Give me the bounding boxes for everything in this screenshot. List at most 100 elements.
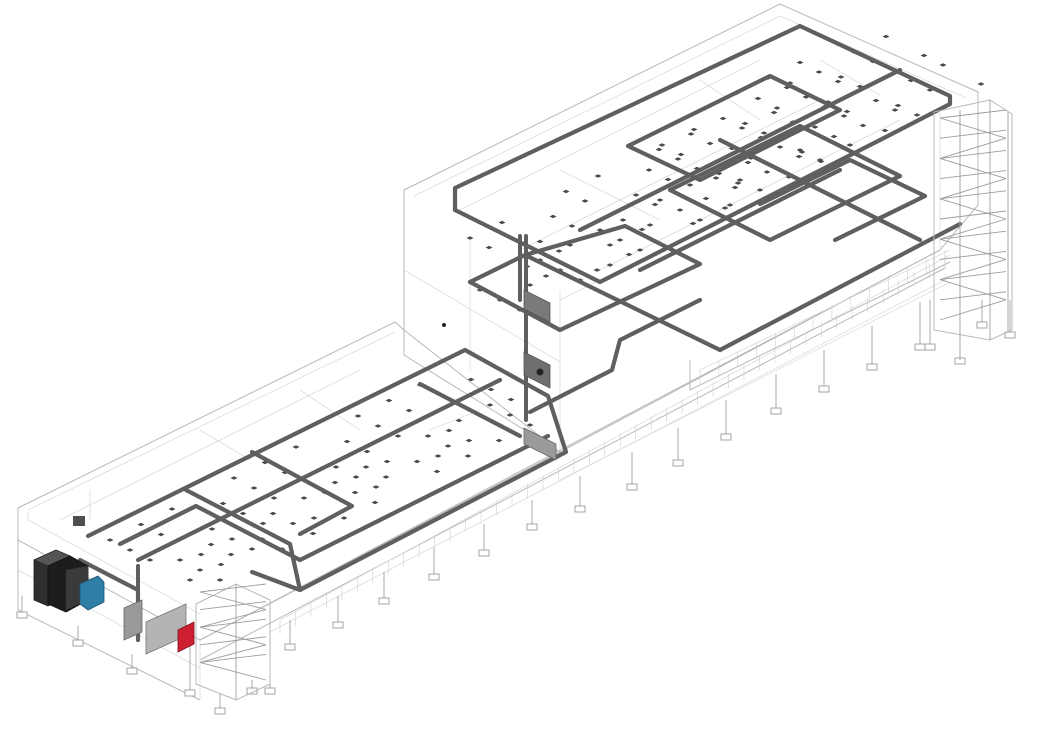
diffuser-icon <box>891 108 899 112</box>
column-footing <box>246 687 258 695</box>
diffuser-icon <box>859 123 867 128</box>
diffuser-icon <box>719 116 727 121</box>
diffuser-icon <box>721 206 729 210</box>
column-footing <box>214 707 226 715</box>
duct-lower-cross-4 <box>117 503 303 563</box>
diffuser-icon <box>168 507 176 511</box>
diffuser-icon <box>754 96 762 101</box>
diffuser-icon <box>542 274 550 278</box>
stair-flight <box>939 299 1007 321</box>
diffuser-icon <box>309 531 317 536</box>
diffuser-icon <box>239 511 247 516</box>
duct-lower-cross-2 <box>249 449 355 537</box>
diffuser-icon <box>331 480 339 485</box>
diffuser-icon <box>776 145 784 149</box>
diffuser-icon <box>568 224 576 228</box>
diffuser-icon <box>881 128 889 133</box>
diffuser-icon <box>526 423 534 427</box>
wall-panel-mid <box>523 351 551 389</box>
diffuser-icon <box>362 465 370 469</box>
diffuser-icon <box>894 103 902 108</box>
duct-mid-run <box>467 221 963 353</box>
roof-unit-icon <box>73 516 85 526</box>
stair-flight <box>939 117 1007 139</box>
stair-landing-rail <box>939 129 1007 139</box>
diffuser-icon <box>487 387 495 392</box>
diffuser-icon <box>270 496 278 500</box>
diffuser-icon <box>250 486 258 490</box>
diffuser-icon <box>815 70 823 74</box>
diffuser-icon <box>363 449 371 454</box>
duct-main-upper-run <box>452 137 883 285</box>
diffuser-icon <box>636 248 644 252</box>
diffuser-icon <box>186 578 194 582</box>
diffuser-icon <box>594 174 602 178</box>
diffuser-icon <box>196 568 204 572</box>
diffuser-icon <box>677 152 685 157</box>
diffuser-icon <box>394 434 402 438</box>
diffuser-icon <box>413 459 421 464</box>
diffuser-icon <box>664 177 672 182</box>
diffuser-icon <box>259 521 267 526</box>
column-footing <box>914 343 926 351</box>
diffuser-icon <box>882 34 890 39</box>
diffuser-icon <box>606 263 614 267</box>
diffuser-icon <box>726 203 734 207</box>
diffuser-icon <box>465 438 473 443</box>
diffuser-icon <box>332 465 340 469</box>
stair-landing-rail <box>939 271 1007 281</box>
diffuser-icon <box>690 127 698 132</box>
diffuser-icon <box>706 141 714 146</box>
diffuser-icon <box>466 236 474 240</box>
diffuser-icon <box>216 578 224 582</box>
diffuser-icon <box>731 185 739 190</box>
diffuser-icon <box>687 132 695 136</box>
diffuser-icon <box>744 160 752 165</box>
column-footing <box>284 643 296 651</box>
stair-landing-rail <box>939 291 1007 301</box>
diffuser-icon <box>638 227 646 232</box>
diffuser-icon <box>676 208 684 212</box>
diffuser-icon <box>763 170 771 174</box>
diffuser-icon <box>434 454 442 458</box>
diffuser-icon <box>555 249 563 253</box>
diffuser-icon <box>655 147 663 152</box>
diffuser-icon <box>371 500 379 505</box>
diffuser-icon <box>816 158 824 162</box>
diffuser-icon <box>696 218 704 222</box>
duct-lower-cross-1 <box>417 381 523 439</box>
structural-columns <box>16 290 1016 715</box>
diffuser-icon <box>756 188 764 192</box>
diffuser-icon <box>736 178 744 182</box>
diffuser-icon <box>207 542 215 547</box>
duct-branch-c <box>637 167 843 273</box>
diffuser-icon <box>619 218 627 222</box>
column-footing <box>526 523 538 531</box>
diffuser-icon <box>176 558 184 562</box>
column-footing <box>332 621 344 629</box>
diffuser-icon <box>616 238 624 242</box>
air-diffusers <box>106 34 985 582</box>
diffuser-icon <box>686 183 694 187</box>
diffuser-icon <box>526 283 534 287</box>
diffuser-icon <box>837 75 845 79</box>
duct-lower-inner <box>297 433 551 563</box>
diffuser-icon <box>352 475 360 479</box>
diffuser-icon <box>939 63 947 67</box>
diffuser-icon <box>343 439 351 444</box>
diffuser-icon <box>197 552 205 557</box>
diffuser-icon <box>593 268 601 272</box>
stair-landing-rail <box>939 109 1007 119</box>
column-footing <box>16 611 28 619</box>
diffuser-icon <box>455 418 463 423</box>
stair-landing-rail <box>939 170 1007 180</box>
stair-landing-rail <box>939 250 1007 260</box>
hvac-ductwork <box>77 23 963 643</box>
column-footing <box>1004 331 1016 339</box>
diffuser-icon <box>741 121 749 126</box>
duct-mid-loop <box>467 223 703 333</box>
diffuser-icon <box>811 125 819 129</box>
diffuser-icon <box>137 522 145 527</box>
diffuser-icon <box>351 490 359 495</box>
